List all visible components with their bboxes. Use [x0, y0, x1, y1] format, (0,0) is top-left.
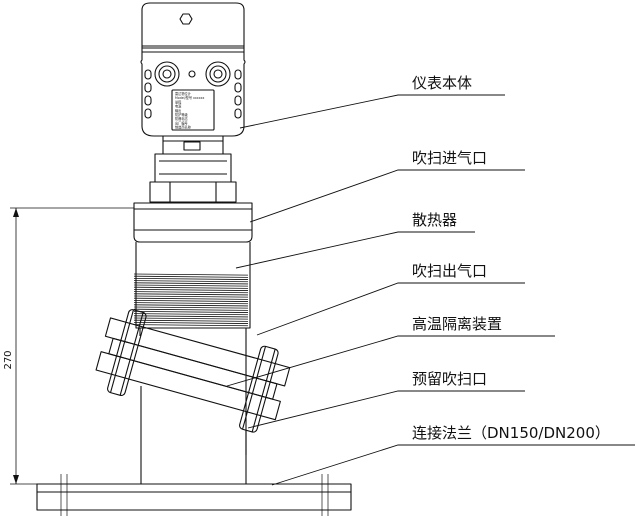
heat-sink-fin: [133, 308, 248, 311]
heat-sink-fin: [133, 315, 248, 318]
housing-screw: [179, 13, 193, 25]
label-connection-flange: 连接法兰（DN150/DN200）: [412, 424, 610, 442]
label-purge-inlet: 吹扫进气口: [412, 149, 487, 167]
heat-sink-fin: [133, 275, 248, 278]
height-dimension-label: 270: [3, 350, 14, 369]
heat-sink-fin: [133, 295, 248, 298]
label-heat-sink: 散热器: [412, 211, 457, 229]
heat-sink-fin: [133, 289, 248, 291]
heat-sink-fin: [133, 313, 248, 316]
heat-sink-fin: [133, 291, 248, 294]
label-instrument-body: 仪表本体: [412, 74, 472, 92]
instrument-housing: [140, 2, 246, 137]
callout-leaders: [226, 94, 635, 486]
heat-sink-fin: [133, 317, 248, 320]
heat-sink-fin: [133, 282, 248, 285]
heat-sink-fin: [133, 319, 248, 322]
cooling-tube: [139, 328, 247, 455]
leader-isolation-device: [226, 335, 555, 387]
heat-sink-fin: [133, 306, 248, 309]
flange-centerlines: [60, 474, 329, 516]
heat-sink-body: [133, 242, 251, 329]
heat-sink-fin: [133, 300, 248, 302]
heat-sink-fin: [133, 278, 248, 280]
isolation-device: [95, 309, 291, 433]
heat-sink-fin: [133, 297, 248, 300]
purge-inlet-collar: [133, 202, 253, 243]
label-reserved-purge-port: 预留吹扫口: [412, 370, 487, 388]
leader-reserved-purge-port: [247, 390, 525, 429]
nameplate-panel: [171, 89, 215, 131]
nameplate-line: 雷达物位计: [175, 91, 192, 96]
callout-labels: 仪表本体 吹扫进气口 散热器 吹扫出气口 高温隔离装置 预留吹扫口 连接法兰（D…: [412, 74, 610, 442]
nameplate-line: 电源: [175, 104, 182, 109]
housing-neck: [149, 135, 237, 203]
nameplate-line: 防爆标志: [175, 116, 189, 121]
heat-sink-fin: [133, 311, 248, 313]
leader-purge-inlet: [249, 169, 525, 223]
nameplate-line: 出厂编号: [175, 120, 188, 125]
nameplate-line: 制造商名称: [175, 125, 192, 130]
cable-gland-right: [205, 61, 231, 87]
connection-flange: [36, 483, 352, 511]
leader-instrument-body: [239, 94, 505, 129]
label-isolation-device: 高温隔离装置: [412, 315, 502, 333]
heat-sink-fin: [133, 304, 248, 307]
bolt-right: [239, 345, 279, 433]
cable-gland-left: [154, 61, 180, 87]
heat-sink-fin: [133, 293, 248, 296]
nameplate-line: 量程: [175, 99, 182, 104]
leader-purge-outlet: [256, 282, 525, 336]
heat-sink-fin: [133, 286, 248, 289]
heat-sink-fin: [133, 273, 248, 276]
heat-sink-fin: [133, 322, 248, 324]
lower-pipe: [140, 386, 247, 484]
nameplate-line: 输出: [175, 108, 181, 113]
bolt-left: [107, 309, 147, 397]
leader-heat-sink: [235, 231, 475, 269]
heat-sink-fin: [133, 280, 248, 283]
heat-sink-fin: [133, 284, 248, 287]
label-purge-outlet: 吹扫出气口: [412, 262, 487, 280]
nameplate-line: 防护等级: [175, 112, 189, 117]
heat-sink-fin: [133, 302, 248, 305]
nameplate-line: Model/型号 xxxxxx: [175, 95, 204, 100]
leader-connection-flange: [271, 444, 635, 486]
heat-sink-fin: [133, 324, 248, 327]
height-dimension: [10, 207, 134, 485]
